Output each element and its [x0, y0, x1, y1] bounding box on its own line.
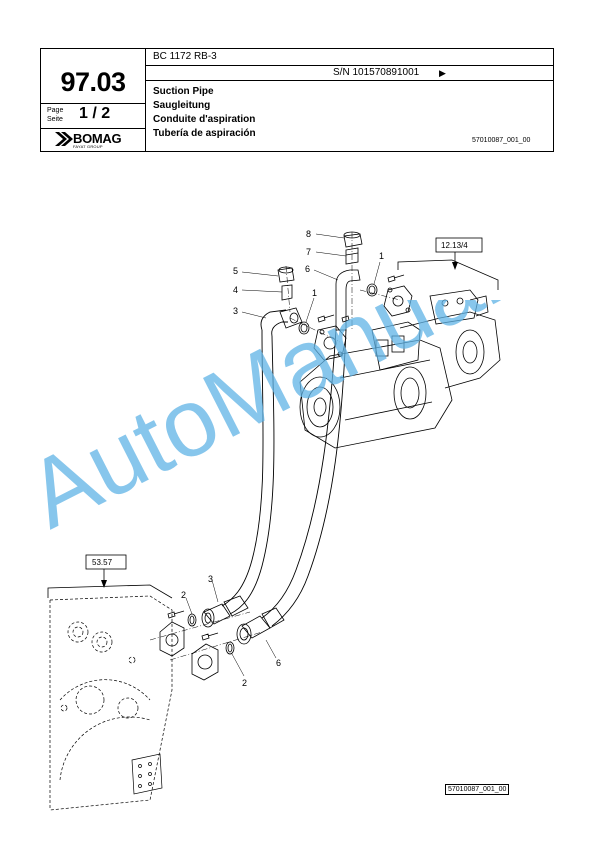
fittings-top — [277, 231, 378, 335]
hydraulic-pump-assembly — [299, 274, 501, 449]
divider — [145, 49, 146, 152]
reference-box-left: 53.57 — [47, 554, 173, 599]
callout-5: 5 — [233, 266, 238, 276]
hose-end-fittings — [201, 595, 285, 645]
callout-3: 3 — [233, 306, 238, 316]
page-count: 1 / 2 — [79, 105, 111, 122]
leader-lines — [185, 233, 381, 677]
callout-2: 2 — [181, 590, 186, 600]
lower-flanges — [159, 610, 235, 681]
title-german: Saugleitung — [153, 100, 211, 111]
play-arrow-icon: ▶ — [439, 68, 446, 78]
reference-label-top: 12.13/4 — [441, 241, 468, 250]
divider — [41, 103, 145, 104]
callout-4: 4 — [233, 285, 238, 295]
divider — [41, 128, 145, 129]
callout-6: 6 — [305, 264, 310, 274]
bomag-logo: BOMAG FAYAT GROUP — [55, 131, 139, 151]
title-french: Conduite d'aspiration — [153, 114, 256, 125]
callout-numbers: 8 7 6 1 5 4 1 3 3 2 2 6 — [181, 229, 384, 688]
callout-3: 3 — [208, 574, 213, 584]
suction-hoses — [221, 309, 347, 627]
serial-number: S/N 101570891001 — [333, 67, 420, 78]
divider — [145, 80, 554, 81]
callout-7: 7 — [306, 247, 311, 257]
callout-1: 1 — [312, 288, 317, 298]
logo-wordmark: BOMAG — [73, 131, 122, 146]
model-label: BC 1172 RB-3 — [153, 51, 217, 62]
bomag-chevron-icon — [55, 132, 73, 146]
callout-2: 2 — [242, 678, 247, 688]
logo-subtext: FAYAT GROUP — [73, 144, 103, 149]
page-label: Page — [47, 107, 64, 114]
reference-label-left: 53.57 — [92, 558, 113, 567]
header-table: BC 1172 RB-3 S/N 101570891001 ▶ 97.03 Pa… — [40, 48, 554, 152]
title-spanish: Tubería de aspiración — [153, 128, 256, 139]
seite-label: Seite — [47, 116, 63, 123]
callout-1: 1 — [379, 251, 384, 261]
page-number: 97.03 — [60, 67, 126, 97]
drawing-number: 57010087_001_00 — [472, 137, 531, 144]
center-lines — [149, 232, 401, 661]
reference-box-top: 12.13/4 — [397, 237, 499, 290]
callout-6: 6 — [276, 658, 281, 668]
hydraulic-tank — [49, 595, 173, 811]
callout-8: 8 — [306, 229, 311, 239]
tank-plate — [131, 753, 163, 795]
divider — [145, 65, 554, 66]
drawing-code-footer: 57010087_001_00 — [445, 784, 510, 795]
title-english: Suction Pipe — [153, 86, 214, 97]
